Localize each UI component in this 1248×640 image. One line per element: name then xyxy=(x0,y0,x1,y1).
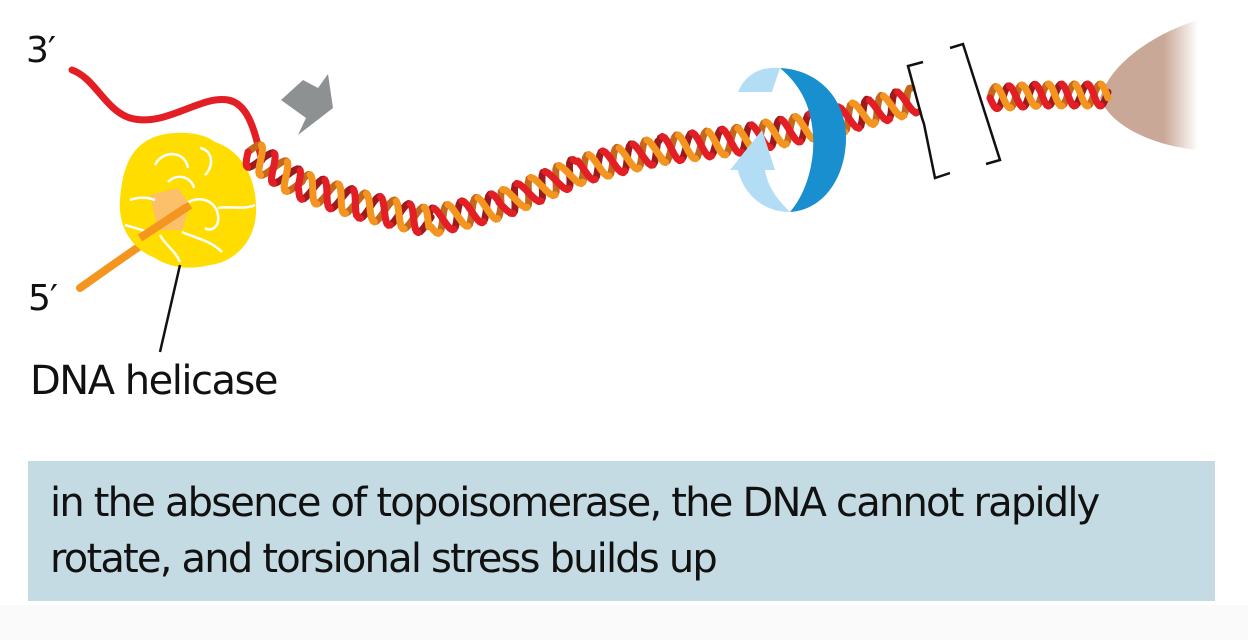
anchor-shape xyxy=(1100,20,1198,150)
direction-arrow-icon xyxy=(281,74,333,135)
caption-text: in the absence of topoisomerase, the DNA… xyxy=(50,480,1100,582)
break-bracket xyxy=(906,42,1002,180)
strand-through-helicase xyxy=(137,201,193,242)
helicase-protein xyxy=(119,132,257,268)
bottom-strip xyxy=(0,605,1248,640)
dna-replication-diagram: 3′ 5′ DNA helicase xyxy=(26,20,1198,404)
helicase-pointer-line xyxy=(158,264,182,353)
helicase-label: DNA helicase xyxy=(30,358,278,404)
three-prime-strand xyxy=(68,66,266,164)
three-prime-label: 3′ xyxy=(26,30,56,71)
five-prime-label: 5′ xyxy=(28,278,58,319)
dna-double-helix xyxy=(242,80,1112,237)
rotation-arrow-icon xyxy=(730,67,847,212)
caption-box: in the absence of topoisomerase, the DNA… xyxy=(28,461,1215,601)
